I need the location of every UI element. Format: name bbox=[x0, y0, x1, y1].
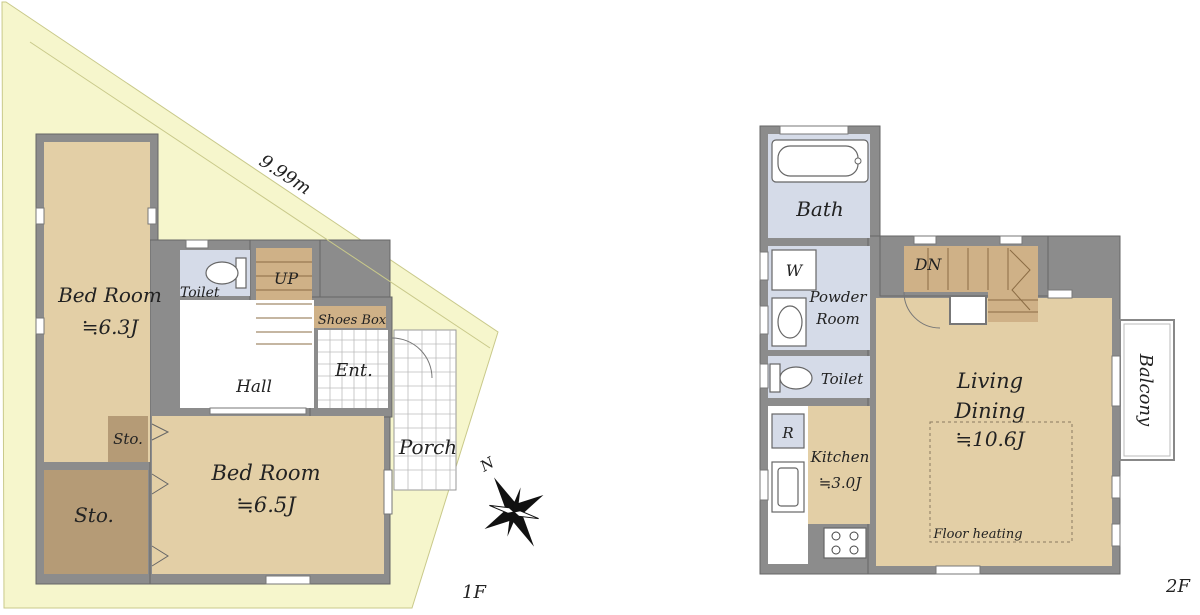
living-label-2: Dining bbox=[954, 399, 1026, 423]
floor-2: Bath W Powder Room Toilet R Kitchen ≒3.0… bbox=[759, 125, 1191, 597]
window-1f-d bbox=[185, 239, 209, 249]
entrance-tiles bbox=[318, 330, 388, 408]
window-2f-k bbox=[1111, 523, 1121, 547]
stairs-down-label: DN bbox=[914, 255, 943, 274]
bed-room-a-size: ≒6.3J bbox=[82, 315, 140, 339]
washer-label: W bbox=[786, 261, 804, 280]
window-2f-c bbox=[759, 305, 769, 335]
window-2f-b bbox=[759, 251, 769, 281]
stairs-down-floor bbox=[904, 246, 1038, 292]
hall-label: Hall bbox=[235, 377, 272, 397]
window-1f-a bbox=[35, 207, 45, 225]
storage-doors bbox=[151, 423, 170, 567]
site-dimension-line bbox=[29, 41, 491, 349]
toilet-fixture-1f bbox=[205, 257, 247, 289]
floor-heating-label: Floor heating bbox=[932, 527, 1022, 542]
powder-room-label-1: Powder bbox=[808, 288, 867, 306]
kitchen-stove bbox=[823, 527, 867, 559]
bed-room-b-floor bbox=[152, 416, 384, 574]
living-door-swing bbox=[903, 291, 941, 329]
kitchen-floor bbox=[808, 406, 870, 524]
window-1f-e bbox=[265, 575, 311, 585]
storage-small-label: Sto. bbox=[113, 430, 143, 448]
floor-1: 9.99m Bed Room ≒6.3J Toilet UP Shoes Box… bbox=[1, 1, 544, 609]
bed-room-b-size: ≒6.5J bbox=[236, 493, 297, 517]
washer-box bbox=[771, 249, 817, 291]
balcony-floor bbox=[1119, 319, 1175, 461]
living-size: ≒10.6J bbox=[955, 427, 1025, 451]
stair-well bbox=[949, 295, 987, 325]
shoes-box-floor bbox=[314, 306, 386, 328]
window-2f-d bbox=[759, 363, 769, 389]
window-2f-e bbox=[759, 469, 769, 501]
living-label-1: Living bbox=[956, 369, 1023, 393]
refrigerator-label: R bbox=[781, 424, 793, 442]
window-1f-g bbox=[209, 407, 307, 415]
powder-room-label-2: Room bbox=[815, 310, 860, 328]
toilet-label-2f: Toilet bbox=[821, 370, 864, 388]
window-1f-f bbox=[383, 469, 393, 515]
window-2f-a bbox=[779, 125, 849, 135]
porch-tiles bbox=[394, 330, 456, 490]
window-2f-j bbox=[1111, 475, 1121, 499]
window-1f-b bbox=[35, 317, 45, 335]
kitchen-name: Kitchen bbox=[810, 448, 870, 466]
entrance-door-swing bbox=[391, 337, 433, 379]
storage-large-label: Sto. bbox=[74, 503, 114, 527]
bath-label: Bath bbox=[795, 197, 844, 221]
storage-small-floor bbox=[108, 416, 148, 462]
bed-room-a-floor bbox=[44, 142, 150, 462]
window-1f-c bbox=[147, 207, 157, 225]
kitchen-size: ≒3.0J bbox=[819, 474, 862, 492]
refrigerator-box bbox=[771, 413, 805, 449]
window-2f-f bbox=[913, 235, 937, 245]
porch-floor bbox=[393, 329, 457, 491]
stairs-up-treads bbox=[256, 261, 312, 345]
powder-sink bbox=[771, 297, 807, 347]
stairs-down-treads bbox=[927, 248, 1038, 313]
window-2f-i bbox=[1111, 355, 1121, 407]
bed-room-b-name: Bed Room bbox=[211, 461, 321, 485]
compass-rose bbox=[484, 477, 544, 547]
storage-large-floor bbox=[44, 470, 148, 574]
compass-north-label: N bbox=[476, 453, 498, 476]
shoes-box-label: Shoes Box bbox=[318, 313, 387, 328]
entrance-label: Ent. bbox=[334, 360, 373, 381]
bed-room-a-name: Bed Room bbox=[57, 283, 162, 307]
stairs-down-lower bbox=[988, 292, 1038, 322]
porch-label: Porch bbox=[398, 435, 457, 459]
window-2f-g bbox=[999, 235, 1023, 245]
window-2f-l bbox=[935, 565, 981, 575]
toilet-fixture-2f bbox=[769, 363, 813, 393]
floor-heating-area bbox=[929, 421, 1073, 543]
living-floor bbox=[876, 298, 1112, 566]
bathtub bbox=[771, 139, 869, 183]
stairs-up-label: UP bbox=[274, 269, 298, 288]
window-2f-h bbox=[1047, 289, 1073, 299]
balcony-rail bbox=[1123, 323, 1171, 457]
floor-1-label: 1F bbox=[462, 582, 487, 603]
kitchen-sink bbox=[771, 461, 805, 513]
balcony-label: Balcony bbox=[1135, 353, 1156, 427]
floor-2-label: 2F bbox=[1165, 576, 1191, 597]
toilet-label-1f: Toilet bbox=[180, 285, 220, 301]
